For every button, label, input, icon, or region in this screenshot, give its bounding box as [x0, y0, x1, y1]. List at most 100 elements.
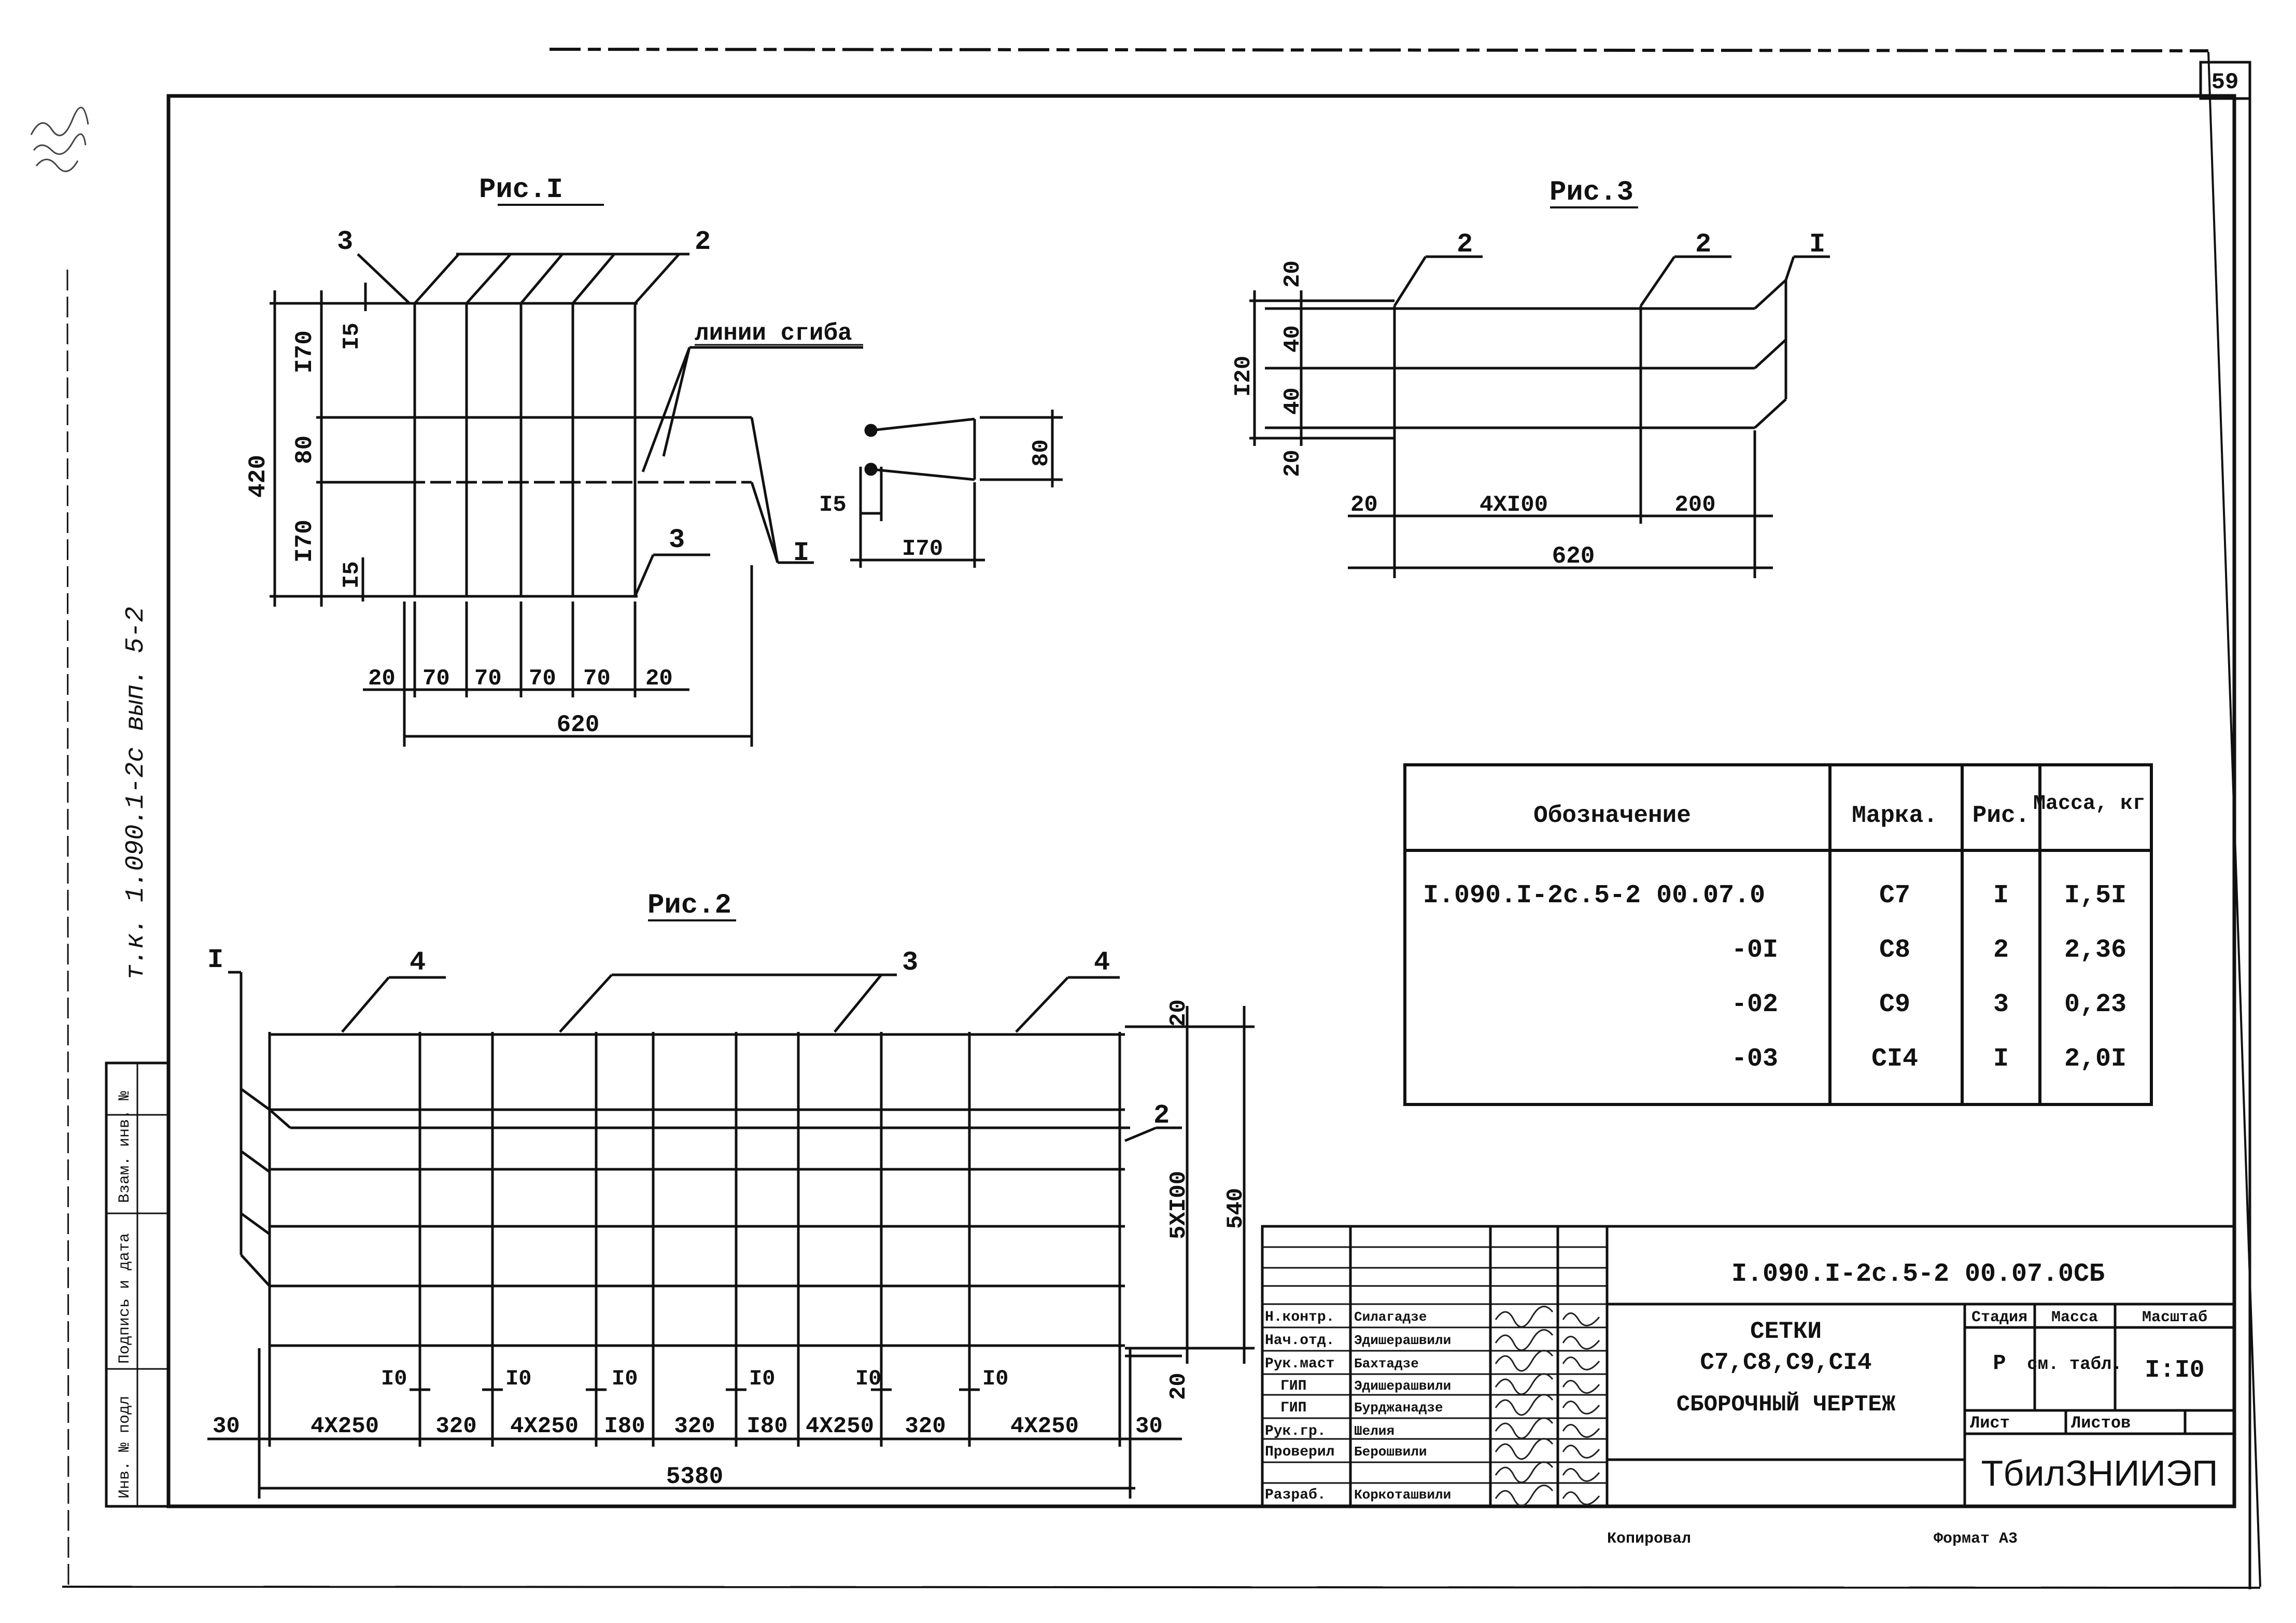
- footer-format: Формат А3: [1934, 1530, 2018, 1548]
- fig3-dim-h-200: 200: [1674, 492, 1715, 518]
- title-role-7: Проверил: [1265, 1444, 1334, 1460]
- fig1-dim-h-70c: 70: [529, 666, 556, 692]
- fig1-dim-h-20a: 20: [368, 666, 396, 692]
- spec-row4-fig: I: [1993, 1044, 2009, 1074]
- title-stage-header: Стадия: [1971, 1309, 2027, 1326]
- fig3-title: Рис.3: [1550, 177, 1633, 208]
- fig1-dim-v-15b: I5: [339, 561, 365, 589]
- fig2-dim-h-30a: 30: [213, 1414, 240, 1439]
- fig2-dim-h-30b: 30: [1135, 1414, 1163, 1439]
- spec-row1-designation: I.090.I-2c.5-2 00.07.0: [1423, 881, 1765, 911]
- fig1-dim-h-70a: 70: [422, 666, 450, 692]
- fig1-dim-v-420: 420: [245, 455, 272, 498]
- fig1-callout-2: 2: [695, 227, 711, 257]
- fig1-dim-v-170b: I70: [291, 520, 318, 563]
- spec-header-mass: Масса, кг.: [2033, 792, 2158, 816]
- sheet-number: 59: [2212, 69, 2239, 95]
- fig1-dim-h-20b: 20: [645, 666, 673, 692]
- spec-header-fig: Рис.: [1973, 802, 2030, 829]
- fig3-dim-v-120: I20: [1231, 356, 1257, 397]
- fig2-dim-h-320b: 320: [674, 1414, 715, 1439]
- title-scale-value: I:I0: [2145, 1356, 2204, 1384]
- spec-row3-designation: -02: [1731, 990, 1778, 1019]
- sheet-frame: [62, 48, 2261, 1589]
- fig1-section-dim-80: 80: [1029, 439, 1054, 467]
- title-role-3: Рук.маст: [1265, 1356, 1334, 1372]
- title-mass-value: см. табл.: [2027, 1355, 2122, 1375]
- title-doc-code: I.090.I-2c.5-2 00.07.0СБ: [1731, 1260, 2105, 1289]
- title-person-7: Берошвили: [1354, 1444, 1427, 1460]
- fig2-dim-10a: I0: [381, 1366, 407, 1391]
- title-org: ТбилЗНИИЭП: [1981, 1453, 2218, 1493]
- fig2-dim-10d: I0: [749, 1366, 775, 1391]
- fig3-dim-h-20: 20: [1350, 492, 1378, 518]
- spec-row4-mass: 2,0I: [2064, 1044, 2126, 1074]
- fig2-dim-v-5x100: 5XI00: [1166, 1171, 1192, 1239]
- fig2-dim-v-20a: 20: [1166, 999, 1192, 1027]
- title-role-6: Рук.гр.: [1265, 1423, 1326, 1439]
- fig2-dim-h-320a: 320: [435, 1414, 476, 1439]
- title-mass-header: Масса: [2051, 1309, 2098, 1326]
- fig1-title: Рис.I: [479, 174, 563, 206]
- fig1-drawing: [270, 253, 1063, 747]
- spec-row2-mark: C8: [1879, 935, 1910, 965]
- title-block-rows: [1262, 1246, 1607, 1484]
- fig1-dim-v-80: 80: [291, 436, 318, 464]
- fig2-dim-h-180b: I80: [746, 1414, 787, 1439]
- fig3-callout-2a: 2: [1457, 229, 1473, 260]
- spec-row2-designation: -0I: [1731, 935, 1778, 965]
- fig3-dim-v-20b: 20: [1280, 450, 1306, 477]
- title-role-8: Разраб.: [1265, 1487, 1326, 1503]
- fig1-dim-h-70b: 70: [474, 666, 502, 692]
- fig3-dim-v-40a: 40: [1280, 325, 1306, 353]
- bend-lines-label: линии сгиба: [695, 320, 852, 347]
- fig3-dim-h-620: 620: [1552, 543, 1595, 570]
- spec-row4-designation: -03: [1731, 1044, 1778, 1074]
- title-person-1: Силагадзе: [1354, 1309, 1427, 1325]
- fig2-dim-v-540: 540: [1223, 1188, 1249, 1229]
- title-block: [1261, 1225, 2236, 1508]
- fig2-dim-total: 5380: [666, 1463, 723, 1490]
- spec-row2-mass: 2,36: [2064, 935, 2126, 965]
- title-person-5: Бурджанадзе: [1354, 1400, 1443, 1416]
- fig2-dim-h-180a: I80: [604, 1414, 645, 1439]
- fig2-callout-I: I: [207, 945, 223, 975]
- spec-row3-mark: C9: [1879, 990, 1910, 1019]
- side-stamp-3: Взам. инв. №: [116, 1091, 134, 1203]
- footer-copied: Копировал: [1607, 1530, 1691, 1548]
- title-person-2: Эдишерашвили: [1354, 1333, 1451, 1348]
- fig2-dim-h-4x250d: 4X250: [1010, 1414, 1079, 1439]
- spec-row3-mass: 0,23: [2064, 990, 2126, 1019]
- spec-row4-mark: CI4: [1871, 1044, 1918, 1074]
- side-stamp-1: Инв. № подл: [116, 1396, 134, 1499]
- fig2-dim-h-320c: 320: [905, 1414, 946, 1439]
- spec-row1-mark: C7: [1879, 881, 1910, 911]
- title-scale-header: Масштаб: [2142, 1309, 2207, 1326]
- title-name-line2: C7,C8,C9,CI4: [1700, 1349, 1871, 1376]
- fig1-dim-v-15a: I5: [339, 323, 365, 350]
- title-name-line1: СЕТКИ: [1750, 1318, 1822, 1345]
- fig2-callout-2: 2: [1153, 1100, 1170, 1131]
- title-sheets-label: Листов: [2071, 1414, 2131, 1433]
- spec-table: [1403, 763, 2153, 1106]
- title-stage-value: Р: [1993, 1351, 2006, 1376]
- signatures: [1495, 1306, 1600, 1507]
- fig1-dim-h-620: 620: [557, 711, 600, 738]
- spec-row1-fig: I: [1993, 881, 2009, 911]
- title-role-5: ГИП: [1280, 1400, 1306, 1416]
- title-sheet-label: Лист: [1970, 1414, 2010, 1433]
- fig2-callout-4b: 4: [1094, 947, 1110, 978]
- title-person-3: Бахтадзе: [1354, 1356, 1419, 1372]
- fig2-dim-10e: I0: [855, 1366, 881, 1391]
- spec-row2-fig: 2: [1993, 935, 2009, 965]
- fig1-callout-3a: 3: [337, 227, 353, 257]
- fig1-section-dim-170: I70: [902, 536, 943, 562]
- fig3-dim-v-20a: 20: [1280, 260, 1306, 288]
- fig2-dim-h-4x250c: 4X250: [806, 1414, 874, 1439]
- fig2-drawing: [207, 971, 1255, 1499]
- fig1-section-dim-15: I5: [819, 492, 847, 518]
- spec-row1-mass: I,5I: [2064, 881, 2126, 911]
- fig1-callout-I: I: [793, 538, 809, 568]
- fig3-dim-h-4x100: 4XI00: [1480, 492, 1548, 518]
